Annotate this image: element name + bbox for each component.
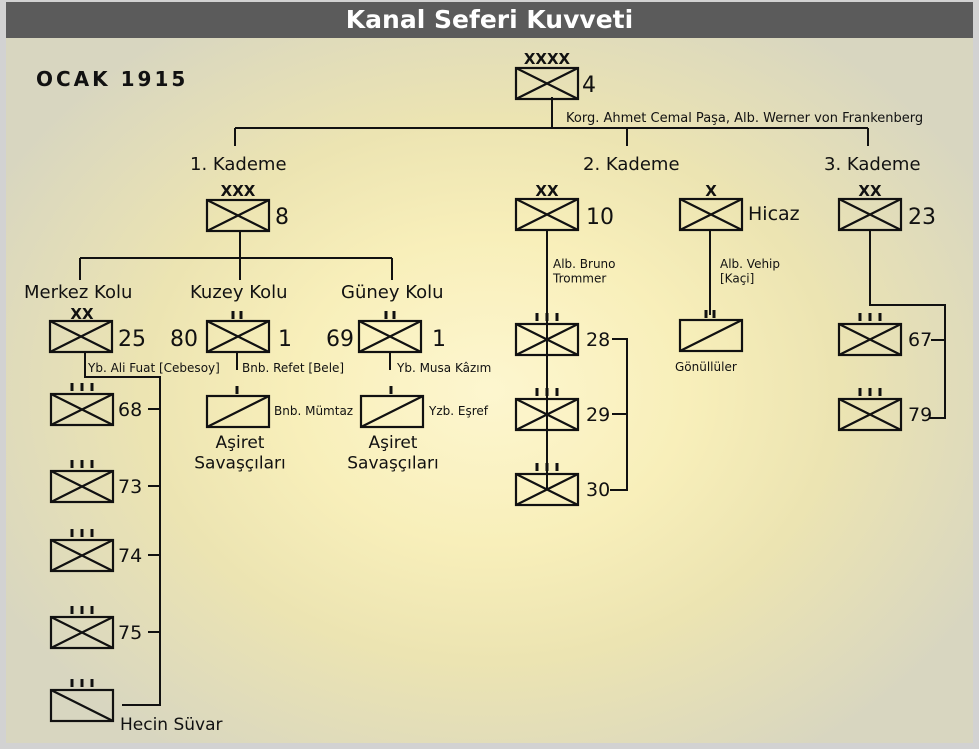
echelon-ticks xyxy=(70,310,882,687)
merkez-label: Merkez Kolu xyxy=(24,282,132,303)
div25-commander: Yb. Ali Fuat [Cebesoy] xyxy=(87,361,220,375)
guney-sub-commander: Yzb. Eşref xyxy=(428,404,489,418)
army-echelon: XXXX xyxy=(524,50,571,68)
army-number: 4 xyxy=(582,73,596,98)
hecin-suvar-label: Hecin Süvar xyxy=(120,715,223,735)
guney-commander: Yb. Musa Kâzım xyxy=(396,361,491,375)
connector-lines xyxy=(79,97,946,706)
reg-73: 73 xyxy=(118,476,142,498)
div25-number: 25 xyxy=(118,327,146,352)
hicaz-commander: Alb. Vehip[Kaçi] xyxy=(720,257,780,285)
div23-echelon: XX xyxy=(858,182,882,200)
reg-79: 79 xyxy=(908,404,932,426)
kuzey-commander: Bnb. Refet [Bele] xyxy=(242,361,344,375)
hicaz-echelon: X xyxy=(705,182,717,200)
hicaz-label: Hicaz xyxy=(748,203,800,225)
corps8-number: 8 xyxy=(275,205,289,230)
kuzey-label: Kuzey Kolu xyxy=(190,282,288,303)
unit-symbols xyxy=(48,66,903,723)
kademe1-label: 1. Kademe xyxy=(190,154,287,175)
reg-28: 28 xyxy=(586,329,610,351)
kademe3-label: 3. Kademe xyxy=(824,154,921,175)
army-commanders: Korg. Ahmet Cemal Paşa, Alb. Werner von … xyxy=(566,111,923,126)
reg-30: 30 xyxy=(586,479,610,501)
div10-echelon: XX xyxy=(535,182,559,200)
reg-29: 29 xyxy=(586,404,610,426)
diagram-canvas xyxy=(6,38,973,743)
gonulluler-label: Gönüllüler xyxy=(675,360,737,374)
diagram-labels: OCAK 1915 XXXX 4 Korg. Ahmet Cemal Paşa,… xyxy=(24,50,936,735)
guney-bat: 1 xyxy=(432,327,446,352)
guney-label: Güney Kolu xyxy=(341,282,444,303)
reg-68: 68 xyxy=(118,399,142,421)
div10-number: 10 xyxy=(586,205,614,230)
reg-75: 75 xyxy=(118,622,142,644)
kuzey-sub-commander: Bnb. Mümtaz xyxy=(274,404,353,418)
page-title: Kanal Seferi Kuvveti xyxy=(6,2,973,38)
div23-number: 23 xyxy=(908,205,936,230)
div25-echelon: XX xyxy=(70,305,94,323)
date-label: OCAK 1915 xyxy=(36,67,188,91)
reg-74: 74 xyxy=(118,545,142,567)
kuzey-bat: 1 xyxy=(278,327,292,352)
kuzey-reg: 80 xyxy=(170,327,198,352)
corps8-echelon: XXX xyxy=(221,182,256,200)
guney-reg: 69 xyxy=(326,327,354,352)
reg-67: 67 xyxy=(908,329,932,351)
kademe2-label: 2. Kademe xyxy=(583,154,680,175)
